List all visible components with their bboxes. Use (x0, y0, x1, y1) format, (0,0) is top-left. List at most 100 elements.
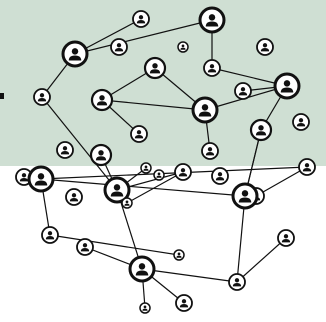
person-node (298, 158, 316, 176)
person-head (177, 252, 181, 256)
person-node (175, 294, 193, 312)
person-node (177, 41, 189, 53)
connection-line (126, 171, 184, 204)
person-head (143, 305, 147, 309)
person-node (211, 167, 229, 185)
person-node (103, 176, 131, 204)
person-head (144, 165, 148, 169)
person-node (173, 249, 185, 261)
person-node (130, 125, 148, 143)
person-head (208, 14, 216, 21)
person-body (215, 176, 225, 181)
person-node (143, 56, 167, 80)
person-node (234, 82, 252, 100)
person-icon (45, 231, 55, 240)
person-node (203, 59, 221, 77)
person-body (205, 151, 215, 156)
person-node (277, 229, 295, 247)
person-head (37, 173, 45, 180)
person-node (153, 169, 165, 181)
person-node (61, 40, 89, 68)
person-body (302, 167, 312, 172)
person-icon (205, 14, 219, 27)
person-body (179, 303, 189, 308)
person-icon (255, 125, 267, 136)
person-head (113, 184, 121, 191)
person-node (201, 142, 219, 160)
person-body (45, 235, 55, 240)
person-node (76, 238, 94, 256)
person-body (178, 172, 188, 177)
person-body (60, 150, 70, 155)
person-node (132, 10, 150, 28)
connection-line (116, 189, 143, 270)
person-icon (136, 15, 146, 24)
person-body (110, 191, 124, 197)
person-head (125, 200, 129, 204)
person-node (249, 118, 273, 142)
person-icon (124, 200, 130, 206)
person-icon (135, 263, 149, 276)
person-head (209, 64, 215, 69)
connection-line (236, 237, 287, 283)
person-body (232, 282, 242, 287)
person-node (121, 197, 133, 209)
person-icon (280, 80, 294, 93)
person-body (255, 131, 267, 136)
person-body (135, 270, 149, 276)
person-head (152, 63, 158, 69)
person-head (262, 43, 268, 48)
person-icon (238, 87, 248, 96)
person-body (280, 87, 294, 93)
person-head (138, 263, 146, 270)
person-node (273, 72, 301, 100)
connection-line (255, 166, 308, 197)
person-icon (238, 190, 252, 203)
person-node (41, 226, 59, 244)
person-body (136, 19, 146, 24)
person-node (292, 113, 310, 131)
person-head (71, 193, 77, 198)
person-head (304, 163, 310, 168)
person-body (156, 175, 162, 178)
person-icon (207, 64, 217, 73)
person-node (228, 273, 246, 291)
person-body (260, 47, 270, 52)
person-icon (69, 193, 79, 202)
person-icon (68, 48, 82, 61)
person-icon (143, 165, 149, 171)
connection-line (41, 96, 118, 191)
person-icon (205, 147, 215, 156)
person-body (207, 68, 217, 73)
person-icon (232, 278, 242, 287)
person-icon (260, 43, 270, 52)
person-icon (110, 184, 124, 197)
upper-background (0, 0, 326, 166)
person-node (33, 88, 51, 106)
person-head (47, 231, 53, 236)
person-icon (19, 173, 29, 182)
person-head (99, 95, 105, 101)
person-head (181, 44, 185, 48)
left-edge-marker (0, 93, 4, 99)
person-body (34, 180, 48, 186)
person-icon (215, 172, 225, 181)
person-head (180, 168, 186, 173)
person-node (139, 302, 151, 314)
person-icon (281, 234, 291, 243)
person-icon (180, 44, 186, 50)
person-icon (114, 43, 124, 52)
person-icon (34, 173, 48, 186)
person-body (96, 101, 108, 106)
person-body (198, 111, 212, 117)
person-body (95, 156, 107, 161)
connection-line (141, 268, 238, 283)
person-node (198, 6, 226, 34)
person-head (283, 80, 291, 87)
person-icon (176, 252, 182, 258)
person-icon (198, 104, 212, 117)
person-head (98, 150, 104, 156)
person-body (281, 238, 291, 243)
person-icon (96, 95, 108, 106)
